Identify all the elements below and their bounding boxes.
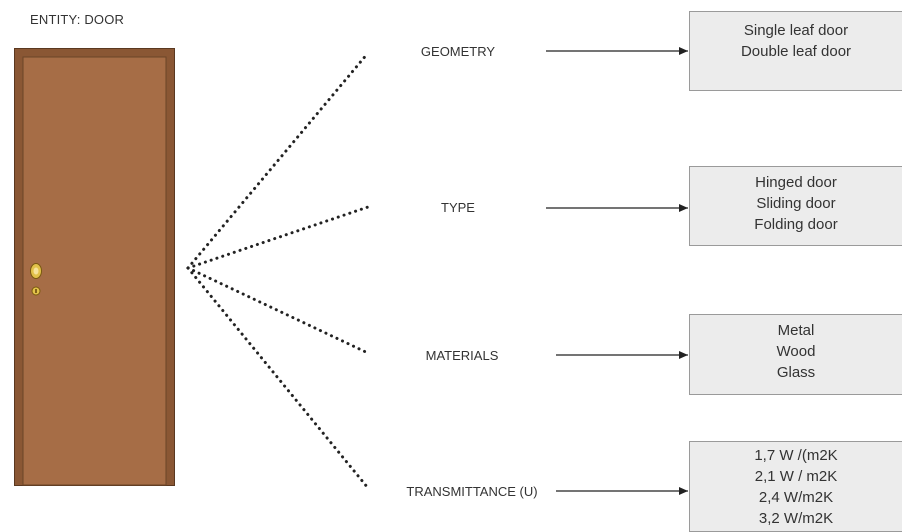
attribute-label-materials: MATERIALS [425, 348, 499, 363]
values-box-transmittance: 1,7 W /(m2K 2,1 W / m2K 2,4 W/m2K 3,2 W/… [689, 441, 902, 532]
attribute-label-transmittance: TRANSMITTANCE (U) [406, 484, 538, 499]
value-item: 2,1 W / m2K [754, 468, 838, 485]
dotted-line-transmittance [186, 266, 370, 490]
entity-title: ENTITY: DOOR [30, 12, 125, 27]
value-item: 2,4 W/m2K [758, 489, 834, 506]
value-item: Metal [777, 322, 815, 339]
door-handle-icon [30, 263, 42, 296]
dotted-line-geometry [186, 51, 370, 270]
door-panel [22, 56, 167, 486]
value-item: 1,7 W /(m2K [754, 447, 838, 464]
door-illustration [14, 48, 175, 486]
attribute-label-geometry: GEOMETRY [420, 44, 496, 59]
value-item: Single leaf door [743, 22, 849, 39]
value-item: Sliding door [756, 195, 836, 212]
values-box-type: Hinged door Sliding door Folding door [689, 166, 902, 246]
value-item: Double leaf door [740, 43, 852, 60]
value-item: Hinged door [755, 174, 837, 191]
value-item: 3,2 W/m2K [758, 510, 834, 527]
value-item: Folding door [754, 216, 838, 233]
value-item: Wood [776, 343, 816, 360]
values-box-materials: Metal Wood Glass [689, 314, 902, 395]
value-item: Glass [776, 364, 816, 381]
door-graphic [14, 48, 175, 486]
dotted-line-materials [186, 266, 372, 356]
attribute-label-type: TYPE [441, 200, 475, 215]
values-box-geometry: Single leaf door Double leaf door [689, 11, 902, 91]
dotted-line-type [186, 205, 370, 270]
